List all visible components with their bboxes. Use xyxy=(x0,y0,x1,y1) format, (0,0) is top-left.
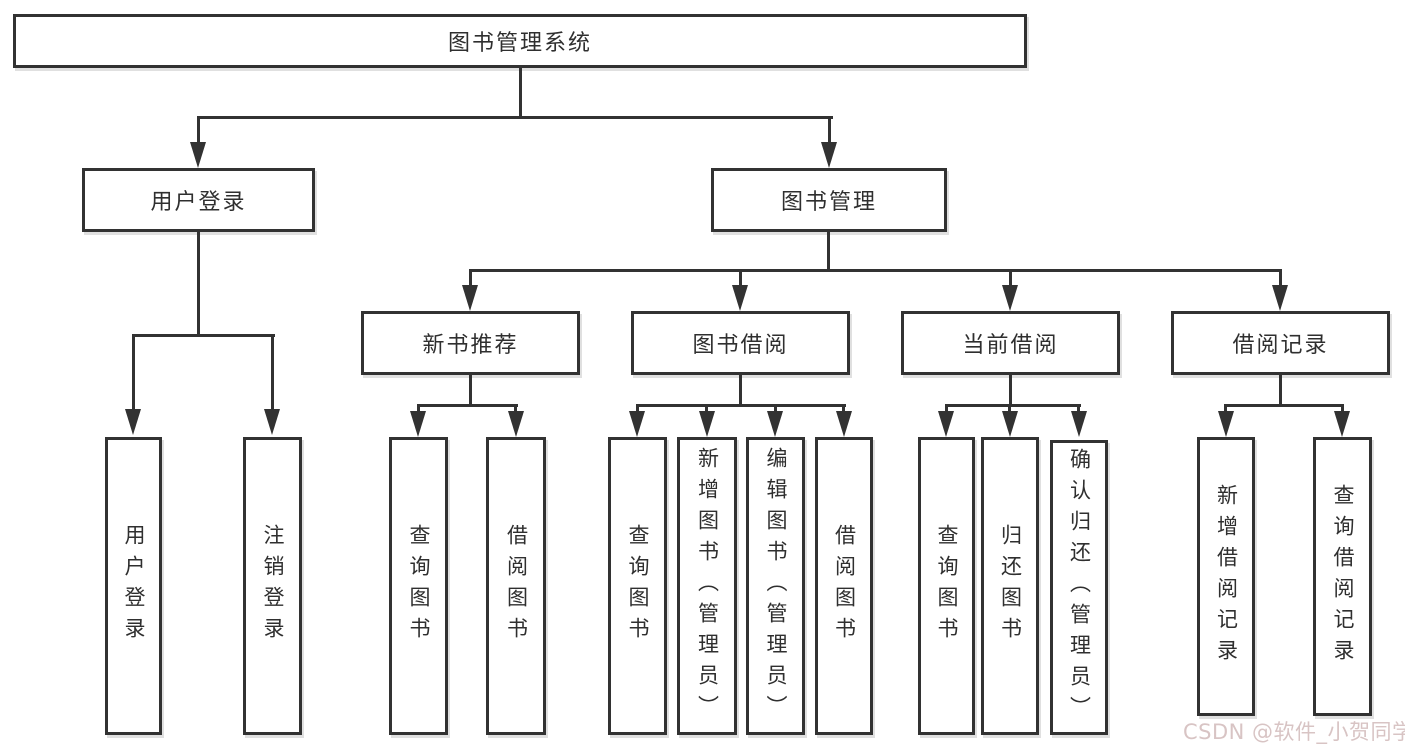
connector-line xyxy=(945,404,948,412)
node-leaf-logout: 注销登录 xyxy=(243,437,302,735)
connector-line xyxy=(636,404,639,412)
connector-line xyxy=(1224,404,1227,412)
node-user-login-label: 用户登录 xyxy=(150,190,247,215)
node-leaf-query-borrow-record-label: 查询借阅记录 xyxy=(1331,483,1355,670)
connector-line xyxy=(469,269,1282,272)
connector-line xyxy=(417,404,420,412)
arrow-down-icon xyxy=(1218,411,1234,437)
connector-line xyxy=(739,269,742,287)
connector-line xyxy=(197,232,200,337)
connector-line xyxy=(1009,269,1012,287)
arrow-down-icon xyxy=(1334,411,1350,437)
node-current-borrow: 当前借阅 xyxy=(901,311,1120,375)
connector-line xyxy=(514,404,517,412)
connector-line xyxy=(827,232,830,272)
connector-line xyxy=(197,116,833,119)
node-borrow-records-label: 借阅记录 xyxy=(1232,333,1329,358)
connector-line xyxy=(132,334,275,337)
node-leaf-add-borrow-record: 新增借阅记录 xyxy=(1197,437,1255,716)
node-leaf-add-borrow-record-label: 新增借阅记录 xyxy=(1214,483,1239,670)
arrow-down-icon xyxy=(1272,285,1288,311)
node-leaf-user-login: 用户登录 xyxy=(105,437,162,735)
connector-line xyxy=(1279,375,1282,407)
node-book-management: 图书管理 xyxy=(711,168,947,232)
connector-line xyxy=(945,404,1081,407)
arrow-down-icon xyxy=(732,285,748,311)
connector-line xyxy=(1341,404,1344,412)
arrow-down-icon xyxy=(125,409,141,435)
connector-line xyxy=(271,334,274,411)
connector-line xyxy=(1008,404,1011,412)
arrow-down-icon xyxy=(1071,411,1087,437)
arrow-down-icon xyxy=(1002,411,1018,437)
connector-line xyxy=(1009,375,1012,407)
node-leaf-user-login-label: 用户登录 xyxy=(122,524,146,648)
node-book-management-label: 图书管理 xyxy=(780,190,877,215)
node-root-label: 图书管理系统 xyxy=(447,31,592,56)
connector-line xyxy=(739,375,742,407)
node-leaf-logout-label: 注销登录 xyxy=(261,524,285,648)
connector-line xyxy=(636,404,846,407)
arrow-down-icon xyxy=(836,411,852,437)
node-leaf-confirm-return-admin-label: 确认归还（管理员） xyxy=(1067,448,1092,727)
connector-line xyxy=(1225,404,1344,407)
node-borrow-records: 借阅记录 xyxy=(1171,311,1390,375)
connector-line xyxy=(774,404,777,412)
node-leaf-confirm-return-admin: 确认归还（管理员） xyxy=(1050,440,1108,735)
arrow-down-icon xyxy=(1002,285,1018,311)
connector-line xyxy=(519,68,522,119)
arrow-down-icon xyxy=(821,142,837,168)
watermark: CSDN @软件_小贺同学 xyxy=(1183,720,1405,744)
node-book-borrow: 图书借阅 xyxy=(631,311,850,375)
node-leaf-current-query-books-label: 查询图书 xyxy=(935,524,959,648)
arrow-down-icon xyxy=(190,142,206,168)
connector-line xyxy=(417,404,518,407)
node-leaf-borrow-query-books-label: 查询图书 xyxy=(626,524,650,648)
arrow-down-icon xyxy=(462,285,478,311)
connector-line xyxy=(469,269,472,287)
arrow-down-icon xyxy=(264,409,280,435)
node-leaf-query-borrow-record: 查询借阅记录 xyxy=(1313,437,1372,716)
node-leaf-borrow-query-books: 查询图书 xyxy=(608,437,667,735)
node-leaf-recommend-query-books: 查询图书 xyxy=(389,437,448,735)
node-leaf-add-books-admin-label: 新增图书（管理员） xyxy=(695,446,720,726)
node-leaf-return-books: 归还图书 xyxy=(981,437,1039,735)
node-new-book-recommend-label: 新书推荐 xyxy=(422,333,519,358)
connector-line xyxy=(705,404,708,412)
node-leaf-return-books-label: 归还图书 xyxy=(998,524,1023,648)
connector-line xyxy=(842,404,845,412)
node-leaf-edit-books-admin-label: 编辑图书（管理员） xyxy=(764,446,788,726)
connector-line xyxy=(197,116,200,144)
arrow-down-icon xyxy=(767,411,783,437)
arrow-down-icon xyxy=(699,411,715,437)
node-leaf-borrow-books: 借阅图书 xyxy=(815,437,873,735)
node-user-login: 用户登录 xyxy=(82,168,315,232)
arrow-down-icon xyxy=(508,411,524,437)
node-new-book-recommend: 新书推荐 xyxy=(361,311,580,375)
node-current-borrow-label: 当前借阅 xyxy=(962,333,1059,358)
connector-line xyxy=(132,334,135,411)
connector-line xyxy=(469,375,472,407)
connector-line xyxy=(1279,269,1282,287)
connector-line xyxy=(828,116,831,144)
node-book-borrow-label: 图书借阅 xyxy=(692,333,789,358)
arrow-down-icon xyxy=(629,411,645,437)
node-leaf-recommend-borrow-books-label: 借阅图书 xyxy=(504,524,529,648)
node-leaf-recommend-borrow-books: 借阅图书 xyxy=(486,437,546,735)
arrow-down-icon xyxy=(938,411,954,437)
node-root: 图书管理系统 xyxy=(13,14,1027,68)
node-leaf-current-query-books: 查询图书 xyxy=(918,437,975,735)
connector-line xyxy=(1077,404,1080,412)
node-leaf-borrow-books-label: 借阅图书 xyxy=(832,524,857,648)
node-leaf-add-books-admin: 新增图书（管理员） xyxy=(677,437,737,735)
arrow-down-icon xyxy=(410,411,426,437)
node-leaf-recommend-query-books-label: 查询图书 xyxy=(407,524,431,648)
node-leaf-edit-books-admin: 编辑图书（管理员） xyxy=(746,437,805,735)
